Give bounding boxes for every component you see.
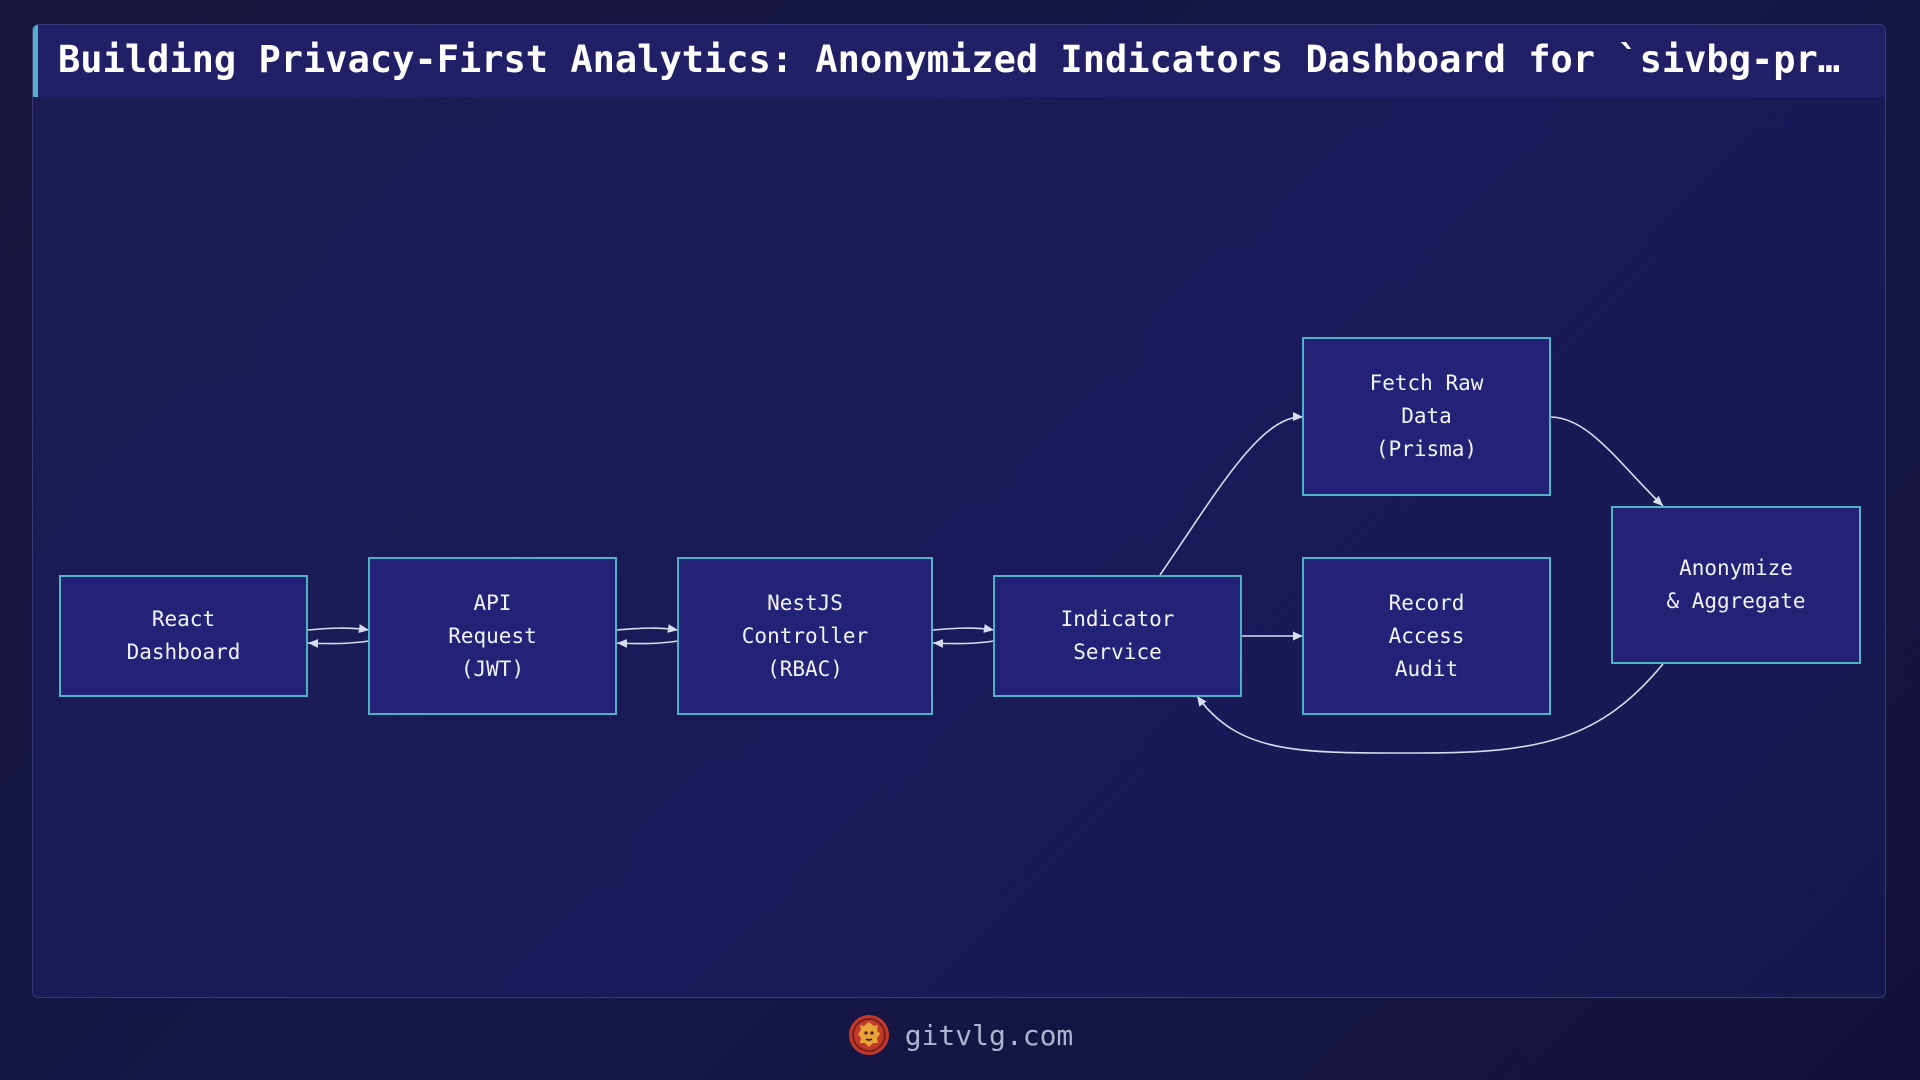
node-label: React Dashboard (126, 607, 241, 664)
edge-service-to-controller (932, 638, 995, 648)
node-label: NestJS Controller (RBAC) (741, 590, 869, 681)
node-label: Indicator Service (1060, 607, 1175, 664)
node-label: API Request (JWT) (448, 590, 537, 681)
node-fetch-raw-data: Fetch Raw Data (Prisma) (1302, 337, 1551, 496)
node-record-access-audit: Record Access Audit (1302, 557, 1551, 715)
node-label: Record Access Audit (1388, 590, 1465, 681)
edge-react-to-api (307, 624, 370, 634)
edge-anonymize-to-service (1196, 663, 1664, 754)
footer-site-link[interactable]: gitvlg.com (904, 1018, 1074, 1052)
node-indicator-service: Indicator Service (993, 575, 1242, 697)
node-label: Anonymize & Aggregate (1666, 556, 1806, 613)
edge-api-to-controller (616, 624, 679, 633)
node-react-dashboard: React Dashboard (59, 575, 308, 697)
edge-controller-to-api (616, 638, 679, 648)
footer: gitvlg.com (0, 1010, 1920, 1060)
lion-head-icon (848, 1015, 889, 1055)
edge-fetch-to-anonymize (1550, 416, 1664, 507)
edge-service-to-fetch (1159, 412, 1304, 576)
node-api-request: API Request (JWT) (368, 557, 617, 715)
node-nestjs-controller: NestJS Controller (RBAC) (677, 557, 933, 715)
node-label: Fetch Raw Data (Prisma) (1369, 371, 1484, 461)
node-anonymize-aggregate: Anonymize & Aggregate (1611, 506, 1861, 664)
edge-controller-to-service (932, 624, 995, 633)
edge-api-to-react (307, 638, 370, 648)
title-bar: Building Privacy-First Analytics: Anonym… (33, 25, 1885, 97)
diagram-panel: Building Privacy-First Analytics: Anonym… (32, 24, 1886, 998)
